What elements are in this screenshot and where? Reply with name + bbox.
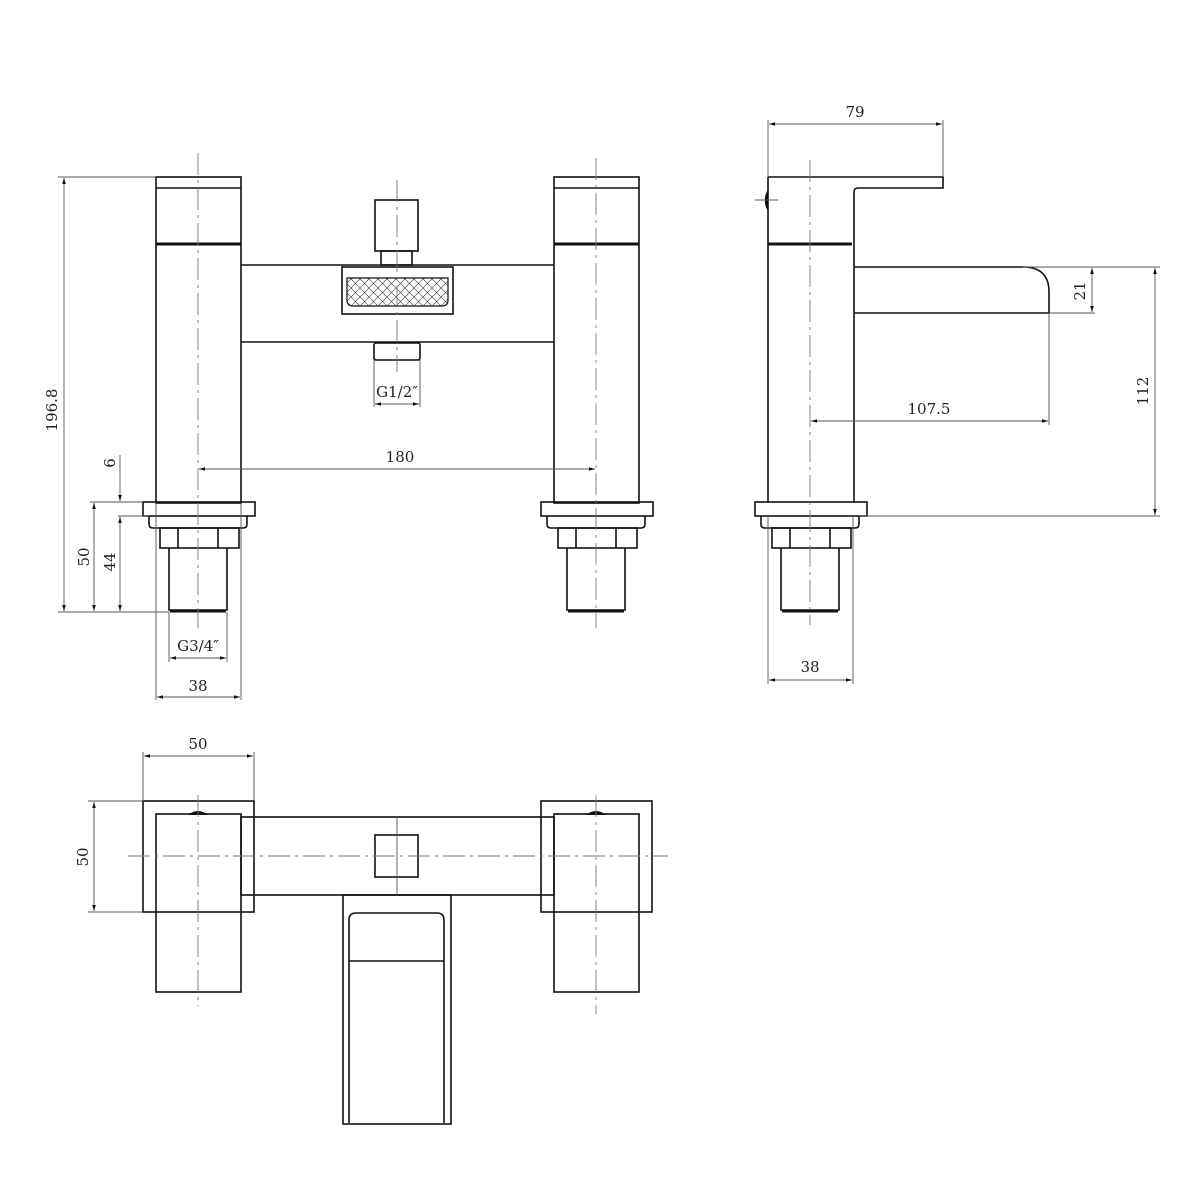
- dim-tail-total: 50: [75, 547, 93, 566]
- dim-centres: 180: [386, 448, 415, 466]
- dim-spout-height: 112: [1134, 377, 1152, 406]
- dim-body-width-side: 38: [800, 658, 819, 676]
- dim-body-width-front: 38: [188, 677, 207, 695]
- left-column: [142, 153, 256, 628]
- dim-handle-length: 79: [845, 103, 864, 121]
- dim-deck-plate: 6: [101, 458, 119, 468]
- dim-tail-thread: G3/4″: [177, 637, 219, 655]
- dim-spout-thickness: 21: [1071, 281, 1089, 300]
- dim-plate-width: 50: [188, 735, 207, 753]
- side-view: 79 21 112 107.5 38: [754, 103, 1160, 684]
- dim-tail-thread-length: 44: [101, 552, 119, 571]
- right-column: [540, 158, 654, 628]
- diverter-knob: [374, 199, 419, 266]
- dim-overall-height: 196.8: [43, 389, 61, 432]
- dim-outlet-thread: G1/2″: [376, 383, 418, 401]
- dim-plate-depth: 50: [74, 847, 92, 866]
- front-view: 196.8 50 44 6 180 G3/4″ 38 G1/2″: [43, 153, 654, 700]
- spout-front: [341, 266, 454, 315]
- top-view: 50 50: [74, 735, 668, 1125]
- dim-spout-reach: 107.5: [908, 400, 951, 418]
